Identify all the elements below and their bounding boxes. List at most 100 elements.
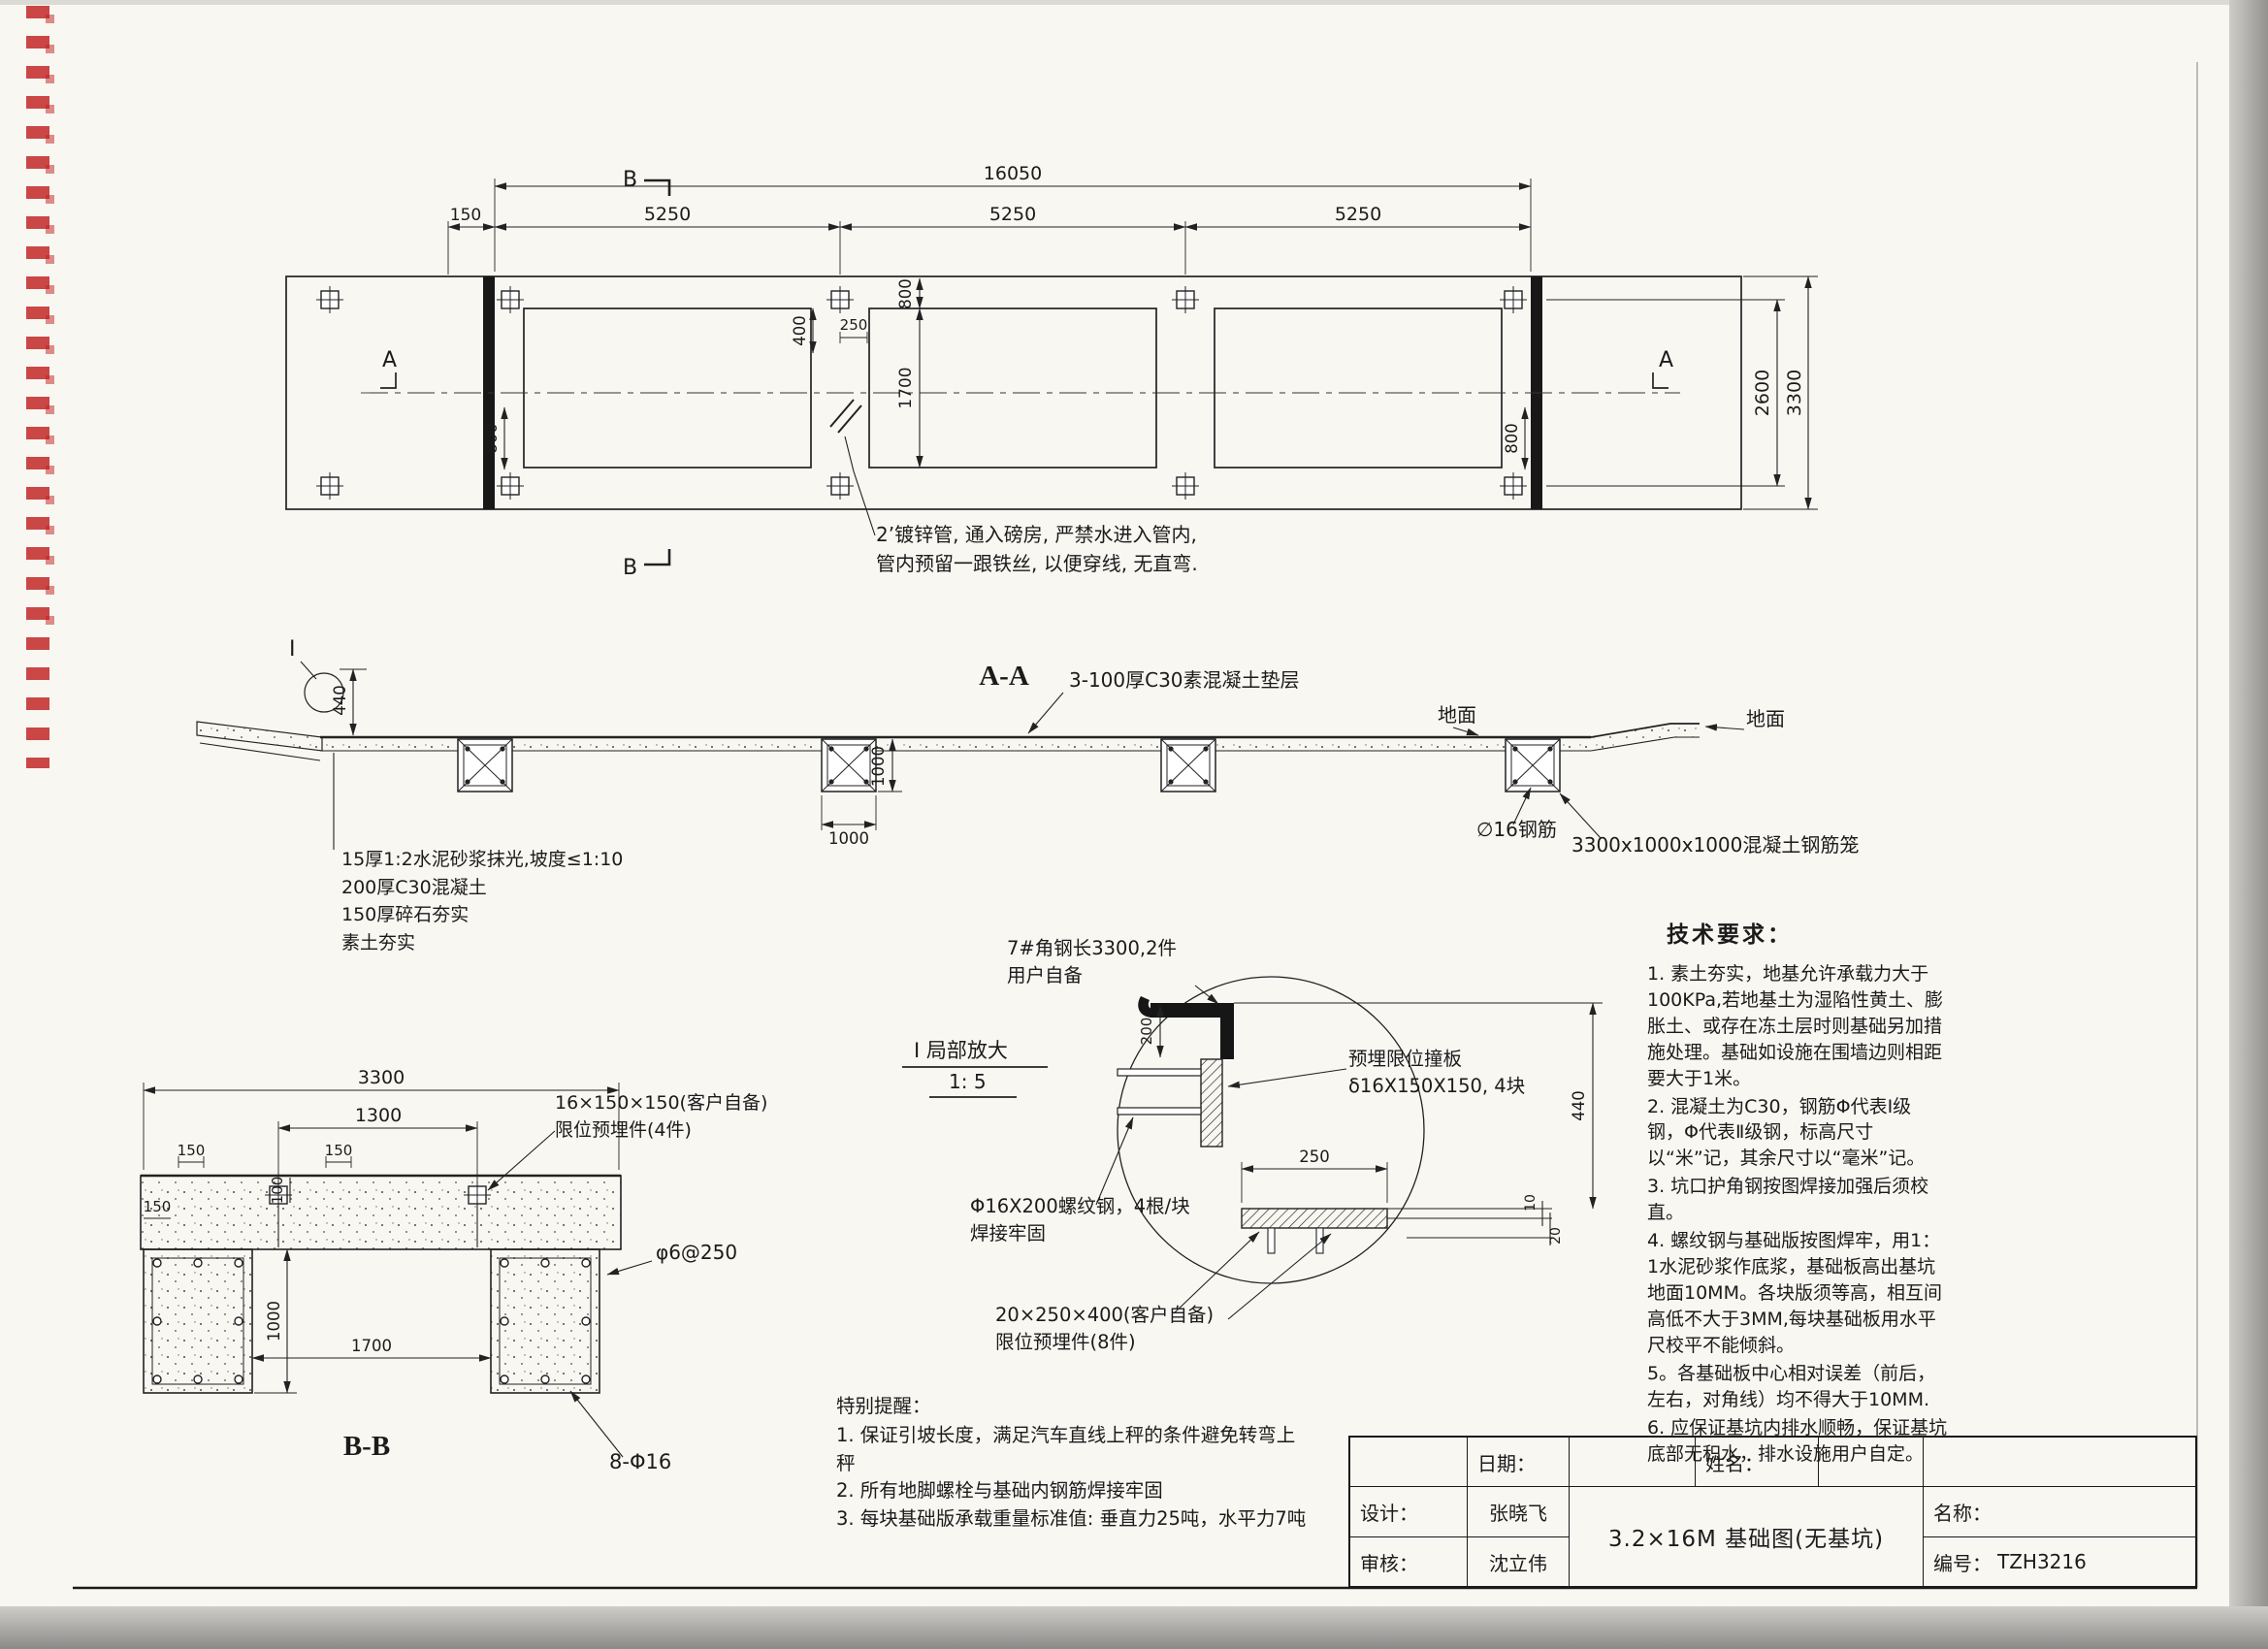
detail-bolt-label: Φ16X200螺纹钢，4根/块 焊接牢固: [970, 1193, 1198, 1246]
detail-plate-label: 预埋限位撞板 δ16X150X150, 4块: [1348, 1046, 1586, 1099]
reminder-item-2: 2. 所有地脚螺栓与基础内钢筋焊接牢固: [836, 1479, 1163, 1503]
rebar-cage-4: [1505, 738, 1561, 792]
detail-bolt-line2: 焊接牢固: [970, 1221, 1047, 1245]
dim-440-detail: 440: [1570, 1090, 1588, 1121]
titleblock-reviewer-name: 沈立伟: [1467, 1536, 1569, 1586]
pipe-note-line1: 2’镀锌管, 通入磅房, 严禁水进入管内,: [876, 523, 1197, 546]
dim-150-c: 150: [144, 1198, 172, 1215]
detail-embed-line1: 20×250×400(客户自备): [995, 1304, 1215, 1326]
pipe-note: 2’镀锌管, 通入磅房, 严禁水进入管内, 管内预留一跟铁丝, 以便穿线, 无直…: [876, 520, 1308, 578]
bb-embed-line1: 16×150×150(客户自备): [555, 1092, 768, 1114]
titleblock-number-label: 编号：: [1933, 1551, 1992, 1575]
rebar-cage-2: [821, 738, 877, 792]
dim-10: 10: [1523, 1194, 1539, 1212]
scan-edge-right: [2229, 0, 2268, 1649]
titleblock-cell-empty-2: [1569, 1438, 1695, 1486]
detail-scale: 1: 5: [949, 1070, 987, 1093]
dim-800-right: 800: [1503, 423, 1521, 454]
module-opening-3: [1214, 307, 1503, 469]
detail-i-ref: I: [289, 637, 296, 662]
rebar-cage-1: [457, 738, 513, 792]
cushion-label: 3-100厚C30素混凝土垫层: [1069, 668, 1300, 692]
dim-150-a: 150: [178, 1142, 206, 1159]
dim-200: 200: [1138, 1018, 1155, 1046]
reminder-item-3: 3. 每块基础版承载重量标准值: 垂直力25吨，水平力7吨: [836, 1506, 1307, 1530]
dim-1300: 1300: [355, 1105, 402, 1126]
titleblock-cell-empty-1: [1350, 1438, 1467, 1486]
dim-100: 100: [269, 1177, 286, 1205]
detail-angle-line1: 7#角钢长3300,2件: [1007, 937, 1177, 959]
detail-i-bubble: [304, 672, 344, 713]
title-block: 日期： 姓名： 设计： 张晓飞 3.2×16M 基础图(无基坑) 名称： 审核：…: [1348, 1436, 2197, 1588]
dim-5250-2: 5250: [989, 204, 1036, 225]
scan-edge-top: [0, 0, 2268, 5]
bb-rebar-label: 8-Φ16: [609, 1450, 671, 1473]
detail-angle-line2: 用户自备: [1007, 963, 1084, 986]
dim-2600: 2600: [1752, 370, 1773, 416]
slab-concrete: [322, 737, 1591, 751]
dim-400: 400: [791, 315, 809, 346]
section-marker-a-right: A: [1659, 348, 1673, 372]
dim-3300-bb: 3300: [358, 1067, 405, 1088]
special-reminders: 特别提醒： 1. 保证引坡长度，满足汽车直线上秤的条件避免转弯上秤 2. 所有地…: [836, 1393, 1310, 1533]
detail-i: I 局部放大 1: 5 200 250 440 10 20: [902, 976, 1603, 1320]
tech-item-2: 2. 混凝土为C30，钢筋Φ代表Ⅰ级钢，Φ代表Ⅱ级钢，标高尺寸以“米”记，其余尺…: [1647, 1095, 1926, 1170]
dim-1000-bb: 1000: [265, 1301, 283, 1342]
section-bb: 3300 1300 150 150 100 150 1000 1700 φ6@2…: [140, 1067, 737, 1473]
left-embankment: [196, 721, 323, 752]
titleblock-title-label: 名称：: [1923, 1486, 2195, 1536]
dim-1700-bb: 1700: [351, 1337, 392, 1355]
dim-16050: 16050: [984, 163, 1042, 184]
right-embankment: [1591, 724, 1698, 751]
section-marker-a-left: A: [382, 348, 397, 372]
detail-plate-line1: 预埋限位撞板: [1348, 1048, 1463, 1070]
aa-note-3: 150厚碎石夯实: [341, 904, 470, 925]
bb-embed-line2: 限位预埋件(4件): [555, 1118, 692, 1141]
tech-requirements: 技术要求： 1. 素土夯实，地基允许承载力大于100KPa,若地基土为湿陷性黄土…: [1647, 920, 1948, 1470]
scan-edge-bottom: [0, 1606, 2268, 1649]
pipe-note-line2: 管内预留一跟铁丝, 以便穿线, 无直弯.: [876, 552, 1198, 575]
tech-title: 技术要求：: [1667, 922, 1793, 948]
dim-150-b: 150: [325, 1142, 353, 1159]
tech-item-3: 3. 坑口护角钢按图焊接加强后须校直。: [1647, 1176, 1929, 1224]
aa-layer-notes: 15厚1:2水泥砂浆抹光,坡度≤1:10 200厚C30混凝土 150厚碎石夯实…: [341, 846, 681, 956]
aa-note-2: 200厚C30混凝土: [341, 876, 487, 898]
dim-800-top: 800: [896, 278, 915, 309]
galvanized-pipe-symbol: [829, 399, 876, 536]
dim-3300-plan: 3300: [1784, 370, 1805, 416]
dim-250-plan: 250: [840, 316, 868, 334]
module-opening-2: [868, 307, 1157, 469]
base-plate: [1241, 1208, 1388, 1229]
angle-steel-hook: [1138, 996, 1154, 1018]
detail-embed-label: 20×250×400(客户自备) 限位预埋件(8件): [995, 1302, 1243, 1355]
bb-slab: [140, 1175, 622, 1250]
titleblock-number-cell: 编号： TZH3216: [1923, 1536, 2195, 1586]
platform-outline: [285, 275, 1742, 510]
tech-item-6: 6. 应保证基坑内排水顺畅，保证基坑底部无积水，排水设施用户自定。: [1647, 1417, 1948, 1466]
dim-1000-v: 1000: [869, 746, 888, 787]
detail-bolt-line1: Φ16X200螺纹钢，4根/块: [970, 1195, 1190, 1217]
dim-800-left: 800: [482, 423, 501, 454]
rebar-cage-3: [1160, 738, 1216, 792]
dim-440-aa: 440: [331, 685, 349, 716]
section-bb-title: B-B: [343, 1431, 390, 1462]
dim-20: 20: [1548, 1227, 1564, 1245]
detail-plate-line2: δ16X150X150, 4块: [1348, 1074, 1526, 1097]
tech-item-5: 5。各基础板中心相对误差（前后，左右，对角线）均不得大于10MM.: [1647, 1363, 1936, 1411]
anchor-bar-1: [1117, 1068, 1202, 1077]
section-marker-b-top: B: [623, 168, 637, 192]
ground-label-1: 地面: [1438, 703, 1476, 727]
detail-angle-label: 7#角钢长3300,2件 用户自备: [1007, 935, 1225, 988]
reminder-title: 特别提醒：: [836, 1395, 931, 1417]
dim-1700-plan: 1700: [896, 367, 916, 408]
section-aa: A-A I 440 1000 1000 3-100厚C30素混凝土垫层 地面 地…: [196, 637, 1859, 857]
detail-embed-line2: 限位预埋件(8件): [995, 1330, 1136, 1353]
aa-note-4: 素土夯实: [341, 931, 416, 954]
titleblock-designer-name: 张晓飞: [1467, 1486, 1569, 1536]
stirrup-label: φ6@250: [656, 1241, 737, 1264]
titleblock-cell-empty-4: [1923, 1438, 2195, 1486]
rebar-label: ∅16钢筋: [1476, 818, 1557, 841]
dim-150: 150: [450, 206, 481, 225]
